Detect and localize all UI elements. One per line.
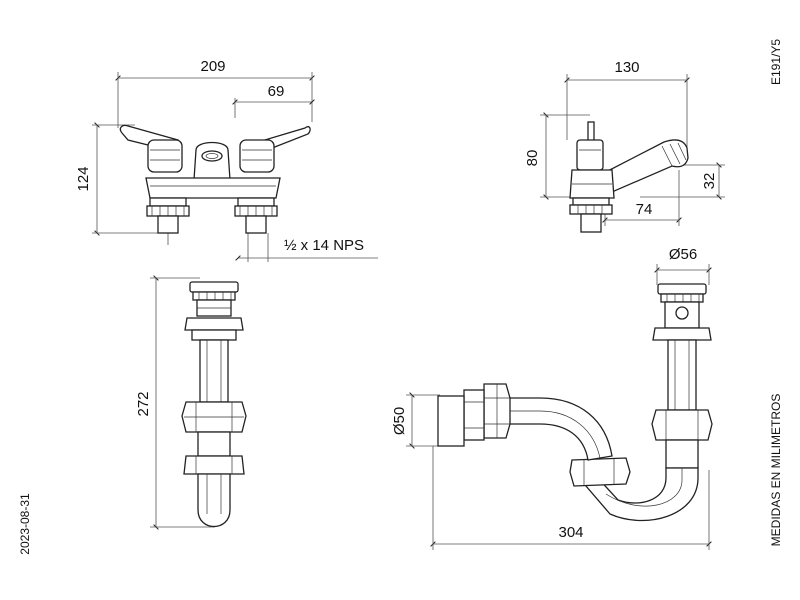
dim-faucet-height: 124: [75, 166, 92, 191]
faucet-side-view: 130 80 32 74: [524, 59, 725, 233]
drawing-code: E191/Y5: [769, 39, 783, 85]
faucet-front-view: 209 69 124 ½ x 14 NPS: [75, 58, 378, 262]
units-note: MEDIDAS EN MILIMETROS: [769, 394, 783, 547]
dim-trap-length: 304: [558, 524, 583, 541]
drawing-date: 2023-08-31: [18, 493, 32, 555]
dim-faucet-spacing: 69: [268, 83, 285, 100]
p-trap-side-view: Ø56 Ø50 304: [391, 246, 713, 550]
dim-faucet-width: 209: [200, 58, 225, 75]
dim-drain-diameter: Ø56: [669, 246, 697, 263]
dim-handle-height: 80: [524, 150, 541, 167]
dim-trap-outlet-diameter: Ø50: [391, 407, 408, 435]
drain-front-view: 272: [135, 275, 247, 530]
dim-spout-reach: 74: [636, 201, 653, 218]
dim-spout-height: 32: [701, 173, 718, 190]
dim-drain-length: 272: [135, 391, 152, 416]
dim-thread: ½ x 14 NPS: [284, 237, 364, 254]
dim-spout-length: 130: [614, 59, 639, 76]
